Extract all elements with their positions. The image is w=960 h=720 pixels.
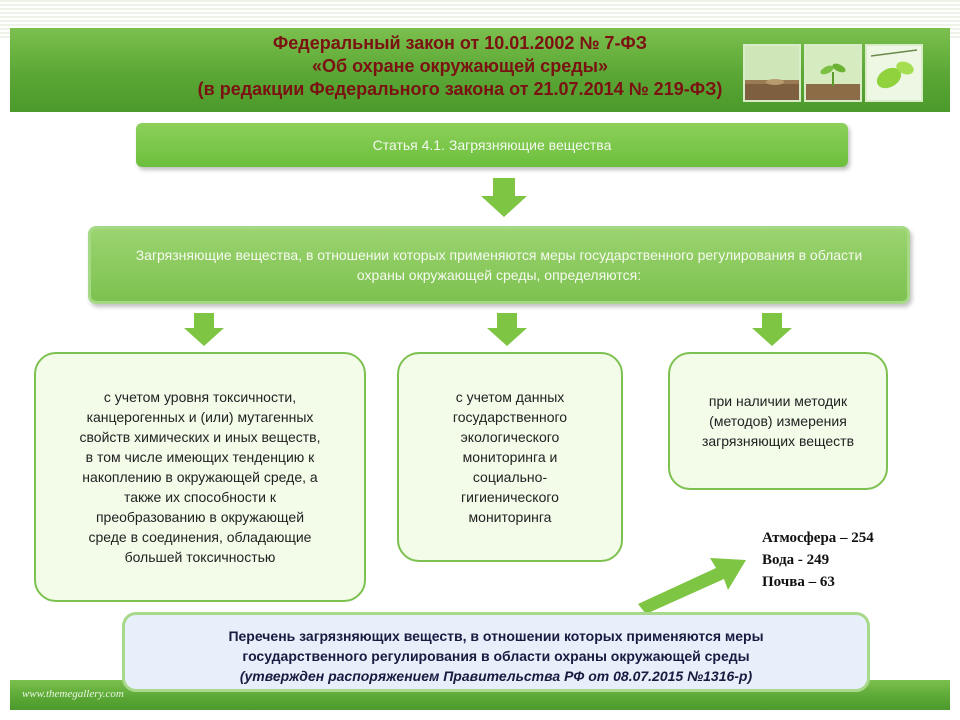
stat-water: Вода - 249 [762,552,830,568]
criterion-monitoring: с учетом данных государственного экологи… [397,352,623,562]
title-line-3: (в редакции Федерального закона от 21.07… [197,79,723,99]
down-arrow-icon [487,313,527,346]
criterion-line: гигиенического [461,489,559,505]
criterion-line: преобразованию в окружающей [95,509,305,525]
article-box: Статья 4.1. Загрязняющие вещества [136,123,848,167]
criterion-methods: при наличии методик (методов) измерения … [668,352,888,490]
criterion-line: в том числе имеющих тенденцию к [85,449,315,465]
list-line-1: Перечень загрязняющих веществ, в отношен… [228,628,764,644]
criterion-line: мониторинга и [462,449,558,465]
leaf-photo-icon [865,44,923,102]
criterion-line: мониторинга [468,509,552,525]
criterion-line: экологического [460,429,560,445]
diagonal-arrow-icon [638,558,746,614]
criterion-line: (методов) измерения [709,413,847,429]
criterion-line: большей токсичностью [124,549,276,565]
criterion-toxicity: с учетом уровня токсичности, канцерогенн… [34,352,366,602]
soil-photo-icon [743,44,801,102]
criterion-line: с учетом данных [455,389,565,405]
page-title: Федеральный закон от 10.01.2002 № 7-ФЗ «… [150,32,770,101]
definition-box: Загрязняющие вещества, в отношении котор… [88,226,910,304]
list-note: (утвержден распоряжением Правительства Р… [239,668,753,684]
down-arrow-icon [752,313,792,346]
sprout-photo-icon [804,44,862,102]
criterion-line: среде в соединения, обладающие [88,529,312,545]
criterion-line: с учетом уровня токсичности, [103,389,297,405]
definition-text: Загрязняющие вещества, в отношении котор… [135,247,863,283]
list-line-2: государственного регулирования в области… [242,648,750,664]
criterion-line: государственного [452,409,568,425]
stats-list: Атмосфера – 254 Вода - 249 Почва – 63 [762,527,874,593]
stat-soil: Почва – 63 [762,574,835,590]
pollutant-list-box: Перечень загрязняющих веществ, в отношен… [122,612,870,692]
stat-atmosphere: Атмосфера – 254 [762,530,874,546]
criterion-line: накоплению в окружающей среде, а [82,469,318,485]
criterion-line: свойств химических и иных веществ, [79,429,321,445]
criterion-line: также их способности к [123,489,276,505]
criterion-line: канцерогенных и (или) мутагенных [86,409,314,425]
down-arrow-icon [481,178,527,217]
title-line-1: Федеральный закон от 10.01.2002 № 7-ФЗ [272,33,648,53]
article-label: Статья 4.1. Загрязняющие вещества [372,137,612,153]
down-arrow-icon [184,313,224,346]
footer-url: www.themegallery.com [22,688,124,700]
criterion-line: социально- [472,469,548,485]
criterion-line: при наличии методик [708,393,848,409]
criterion-line: загрязняющих веществ [701,433,855,449]
title-line-2: «Об охране окружающей среды» [311,56,609,76]
